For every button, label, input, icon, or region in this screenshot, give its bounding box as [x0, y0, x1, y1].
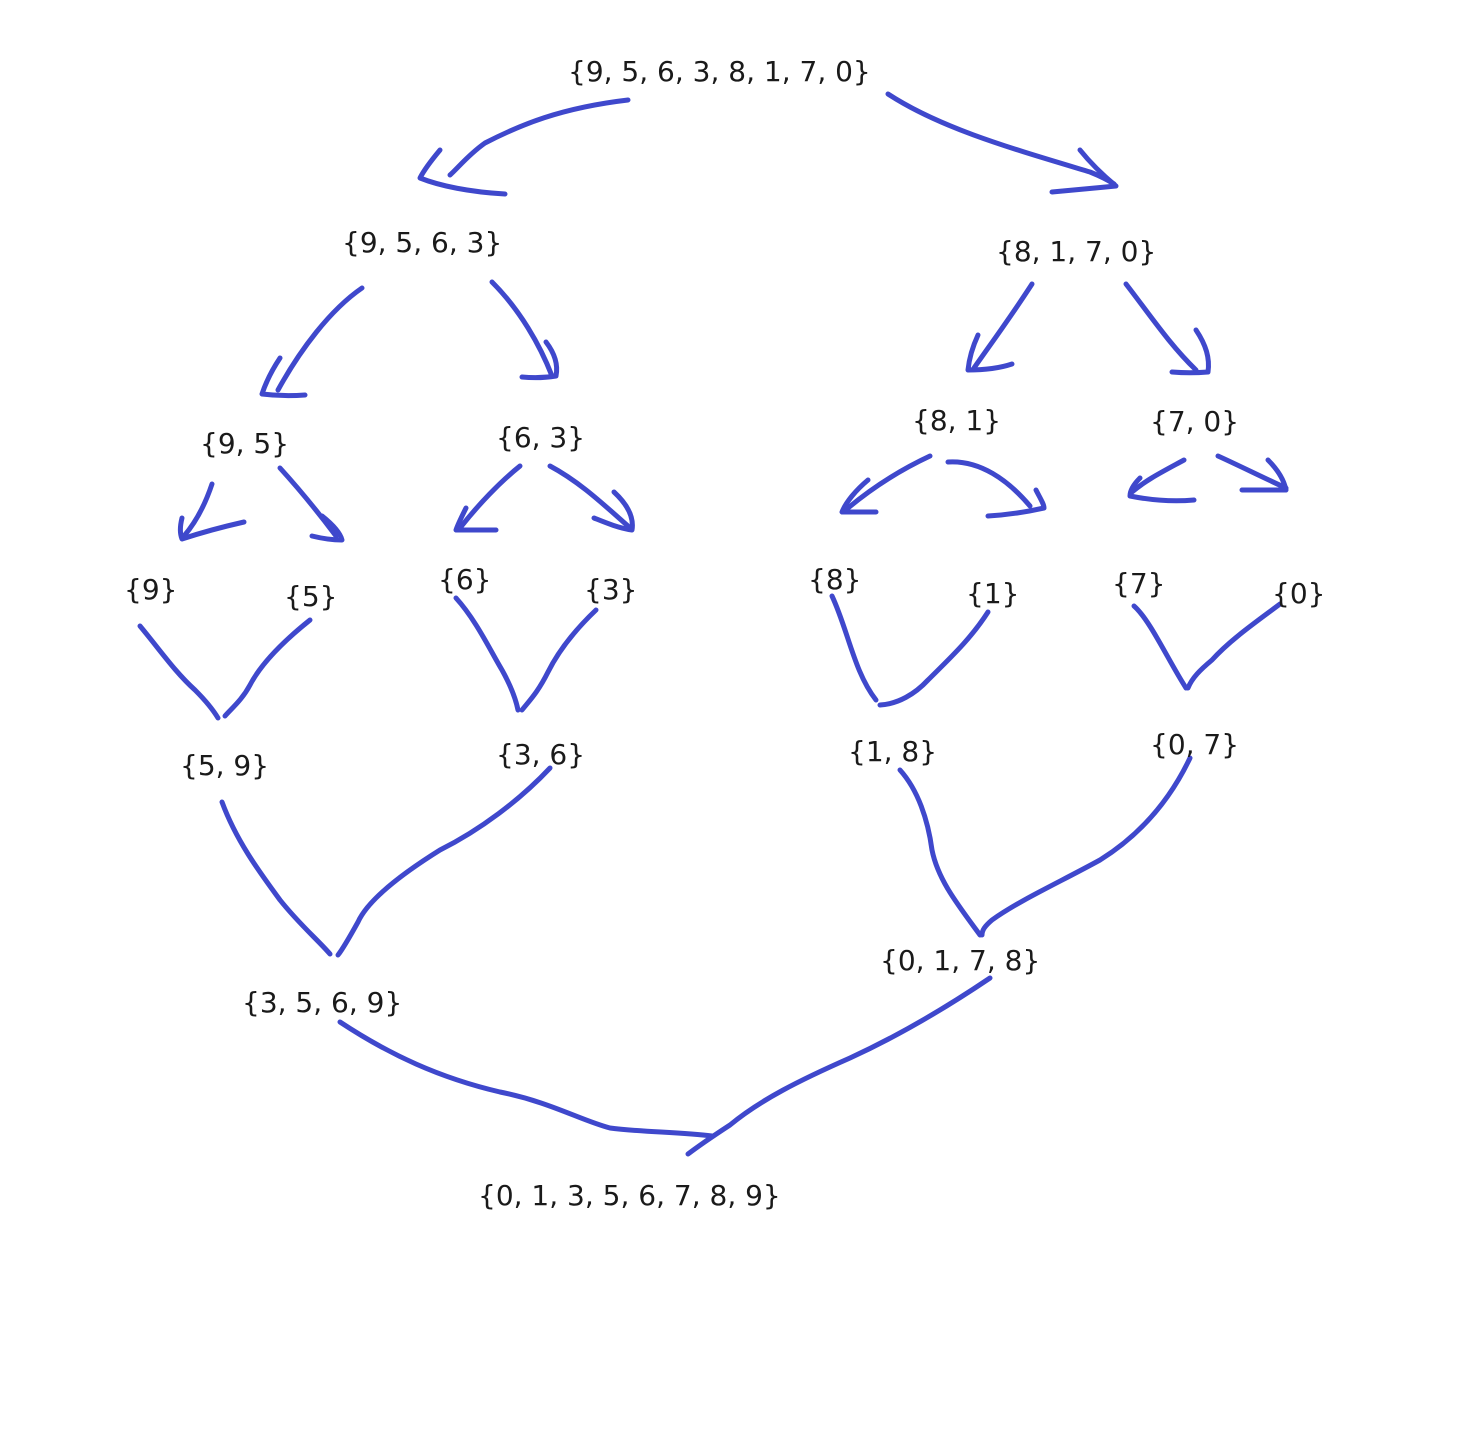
merge-18-07: [979, 755, 1193, 938]
node-single: {0}: [1272, 577, 1326, 610]
node-single: {9}: [124, 573, 178, 606]
merge-9-5: [137, 623, 221, 721]
arrowhead: [178, 515, 247, 542]
arrow-root-to-right: [885, 91, 1117, 187]
node-split-pair: {8, 1}: [912, 404, 1002, 437]
node-single: {6}: [438, 563, 492, 596]
merge-7-0: [1185, 601, 1283, 691]
merge-8-1: [877, 609, 991, 708]
merge-18-07: [897, 767, 983, 938]
node-split-pair: {6, 3}: [496, 421, 586, 454]
arrow-63-to-6: [457, 463, 523, 531]
merge-59-36: [335, 765, 553, 958]
arrow-95-to-5: [277, 465, 339, 539]
arrowhead: [259, 355, 308, 399]
node-result: {0, 1, 3, 5, 6, 7, 8, 9}: [478, 1179, 781, 1212]
arrow-left-to-pair-63: [489, 279, 555, 379]
arrowhead: [519, 339, 560, 381]
node-split-right-half: {8, 1, 7, 0}: [996, 235, 1157, 268]
arrow-70-to-0: [1215, 453, 1289, 491]
node-split-pair: {9, 5}: [200, 427, 290, 460]
merge-59-36: [219, 799, 333, 957]
arrow-root-to-left: [447, 97, 631, 178]
arrowhead: [591, 489, 635, 533]
node-split-pair: {7, 0}: [1150, 405, 1240, 438]
arrowhead: [453, 505, 499, 533]
arrowhead: [965, 332, 1015, 373]
merge-7-0: [1131, 603, 1189, 691]
arrow-81-to-8: [845, 453, 933, 511]
arrowhead: [1169, 327, 1211, 376]
node-single: {1}: [966, 577, 1020, 610]
node-single: {7}: [1112, 567, 1166, 600]
arrow-95-to-9: [181, 481, 215, 539]
arrow-63-to-3: [547, 463, 631, 529]
arrowhead: [1049, 147, 1119, 195]
node-single: {8}: [808, 563, 862, 596]
arrow-81-to-1: [945, 459, 1033, 509]
node-root: {9, 5, 6, 3, 8, 1, 7, 0}: [568, 55, 871, 88]
merge-3569-0178: [685, 975, 993, 1157]
arrowhead: [309, 513, 345, 543]
arrow-70-to-7: [1129, 457, 1187, 495]
node-merged-pair: {0, 7}: [1150, 728, 1240, 761]
node-merged-left-half: {3, 5, 6, 9}: [242, 986, 403, 1019]
arrow-right-to-pair-81: [971, 281, 1035, 371]
node-merged-pair: {1, 8}: [848, 735, 938, 768]
arrowhead: [417, 147, 508, 197]
merge-6-3: [453, 595, 521, 713]
arrow-left-to-pair-95: [275, 285, 365, 393]
arrow-right-to-pair-70: [1123, 281, 1199, 373]
arrowhead: [839, 477, 879, 515]
merge-8-1: [829, 593, 879, 703]
merge-6-3: [519, 607, 599, 713]
arrowhead: [1127, 475, 1197, 504]
node-split-left-half: {9, 5, 6, 3}: [342, 226, 503, 259]
merge-9-5: [222, 617, 313, 719]
arrowhead: [985, 487, 1047, 519]
arrowhead: [1239, 457, 1289, 493]
merge-3569-0178: [337, 1019, 715, 1139]
node-merged-right-half: {0, 1, 7, 8}: [880, 944, 1041, 977]
node-single: {5}: [284, 580, 338, 613]
node-merged-pair: {3, 6}: [496, 738, 586, 771]
node-merged-pair: {5, 9}: [180, 749, 270, 782]
node-single: {3}: [584, 573, 638, 606]
